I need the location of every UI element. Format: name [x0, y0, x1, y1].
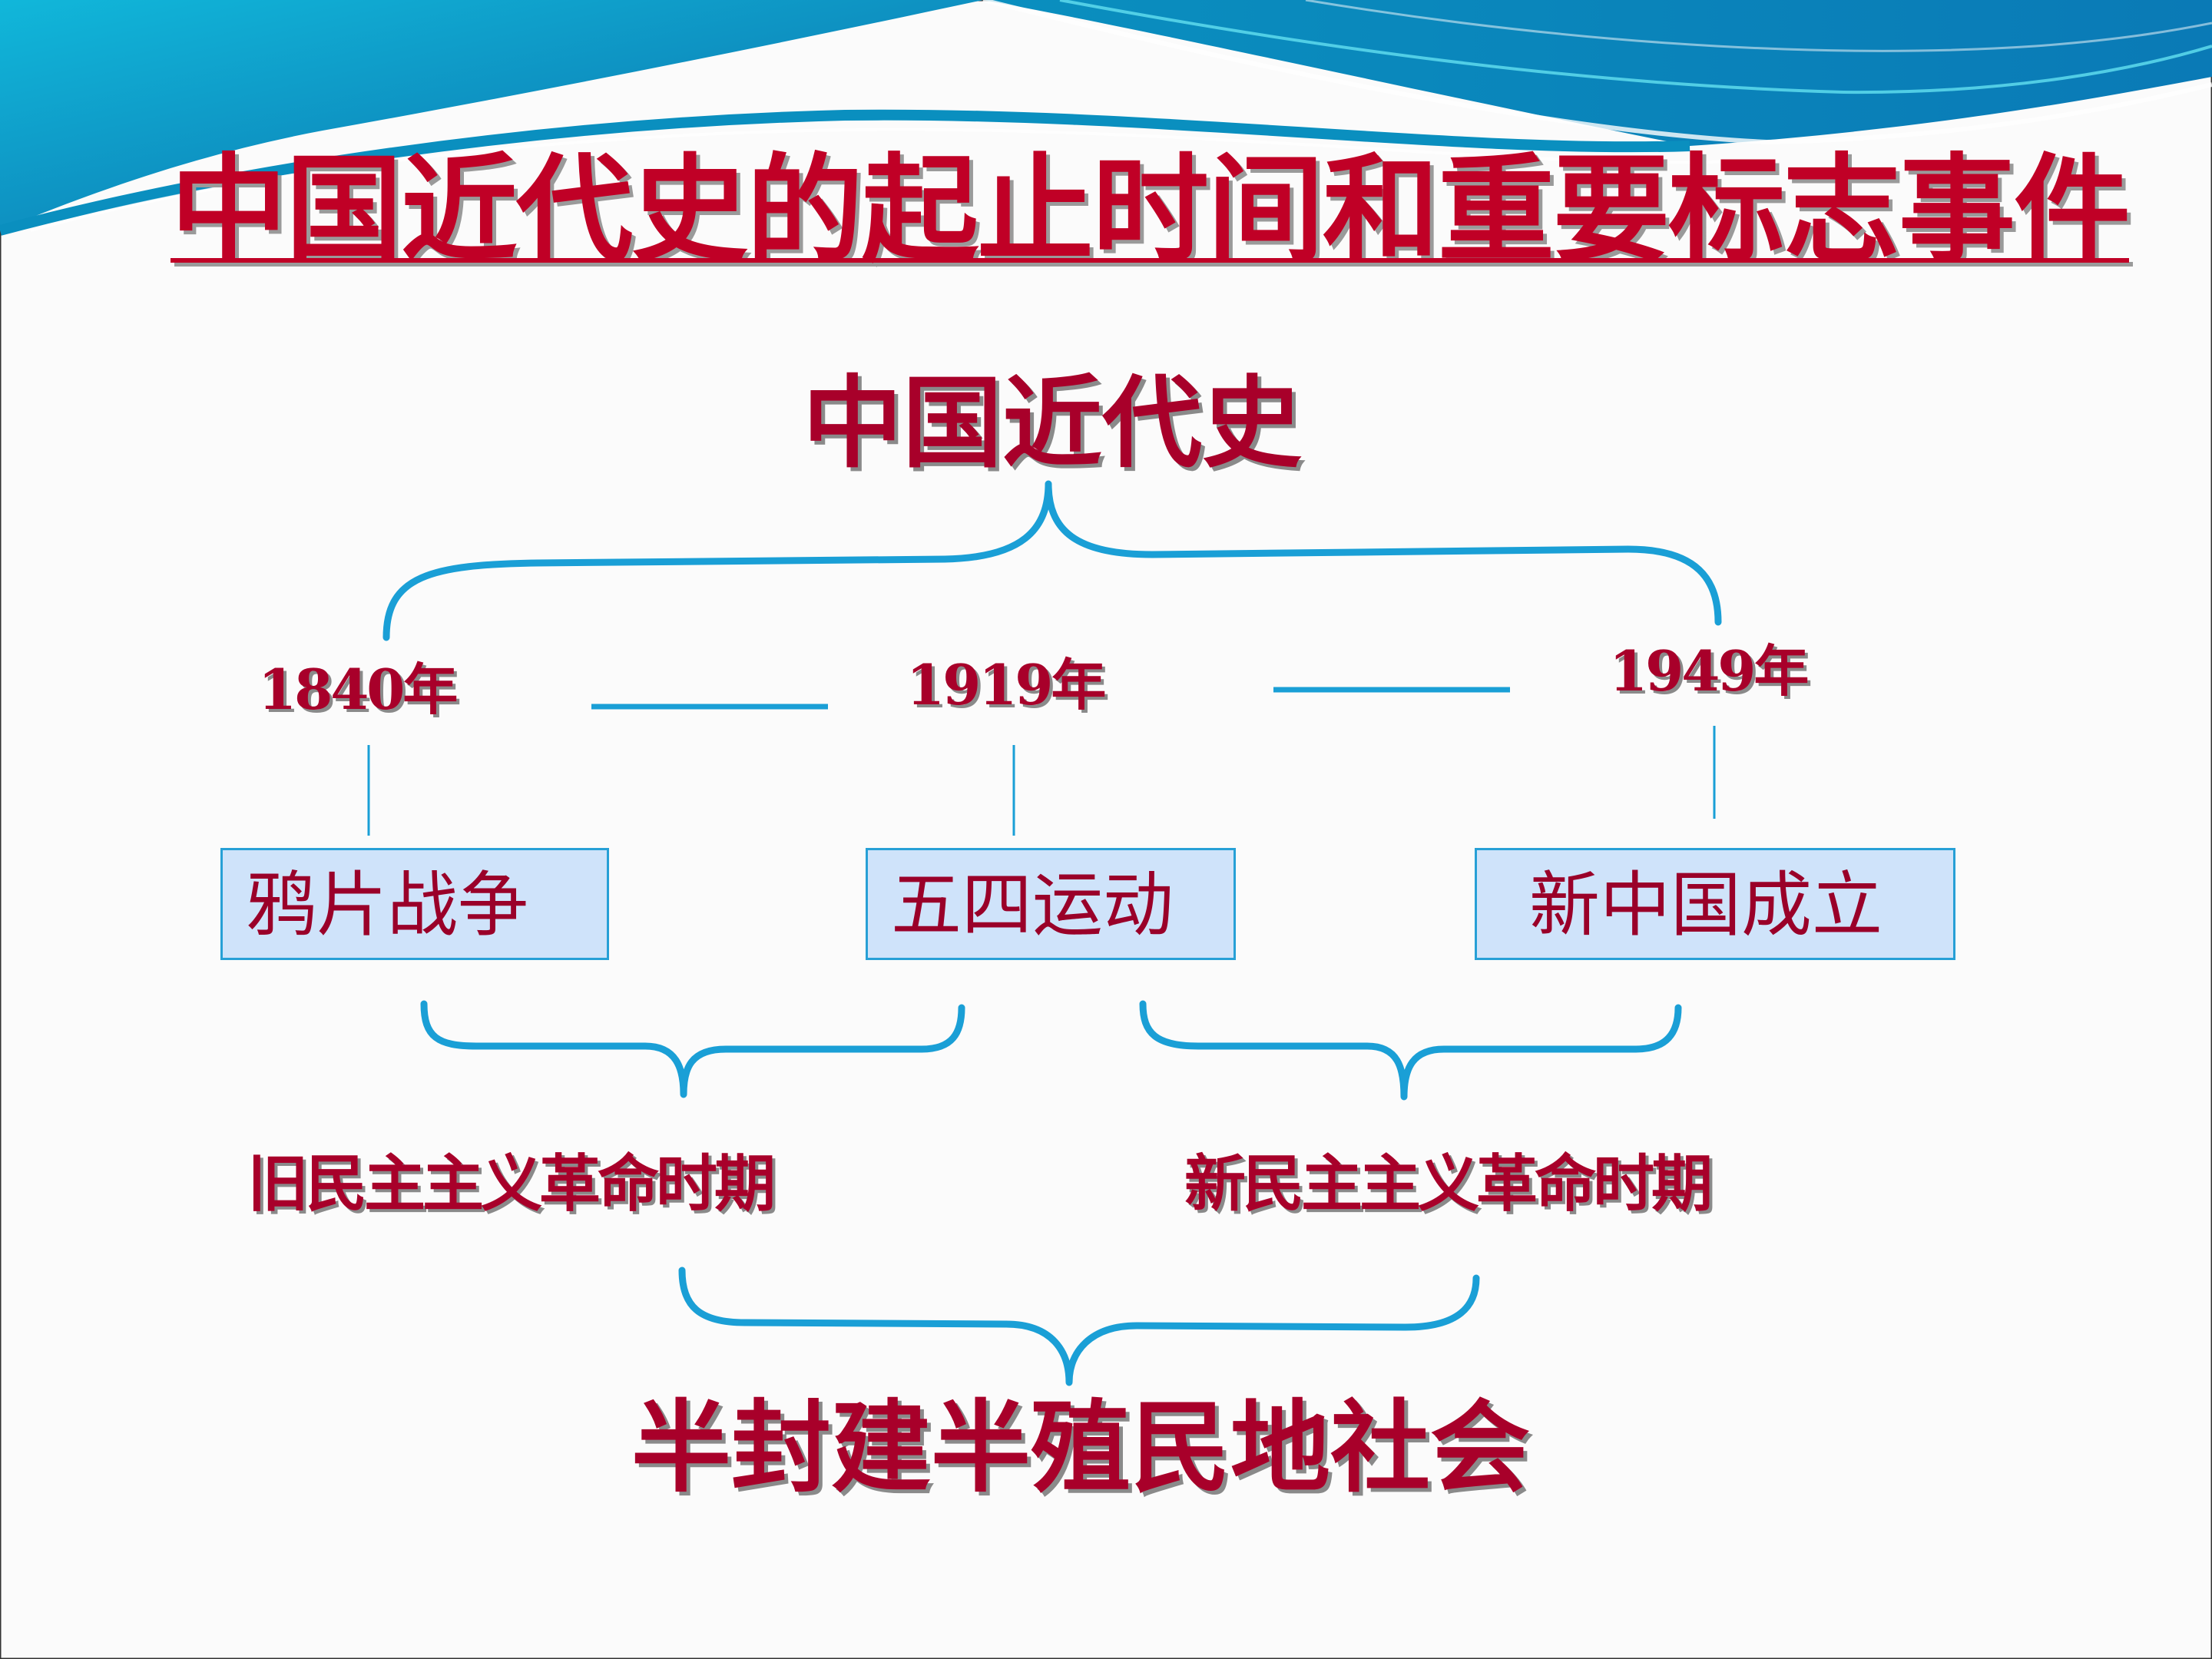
event-box-prc-founding: 新中国成立	[1475, 848, 1955, 960]
left-period-brace	[420, 1000, 965, 1098]
period-label-new-democratic: 新民主主义革命时期	[1184, 1148, 1713, 1220]
year-label-1919: 1919年	[906, 652, 1106, 717]
event-label: 新中国成立	[1529, 864, 1883, 946]
event-box-opium-war: 鸦片战争	[220, 848, 609, 960]
event-label: 鸦片战争	[246, 864, 529, 946]
event-box-may-fourth: 五四运动	[866, 848, 1236, 960]
society-label: 半封建半殖民地社会	[631, 1389, 1531, 1506]
top-brace	[382, 480, 1722, 641]
root-label-modern-history: 中国近代史	[803, 365, 1303, 482]
slide-title: 中国近代史的起止时间和重要标志事件	[171, 142, 2131, 278]
right-period-brace	[1139, 1000, 1682, 1101]
year-label-1840: 1840年	[258, 657, 458, 722]
event-label: 五四运动	[891, 864, 1174, 946]
bottom-society-brace	[678, 1267, 1480, 1386]
period-label-old-democratic: 旧民主主义革命时期	[247, 1148, 776, 1220]
year-label-1949: 1949年	[1609, 638, 1809, 704]
